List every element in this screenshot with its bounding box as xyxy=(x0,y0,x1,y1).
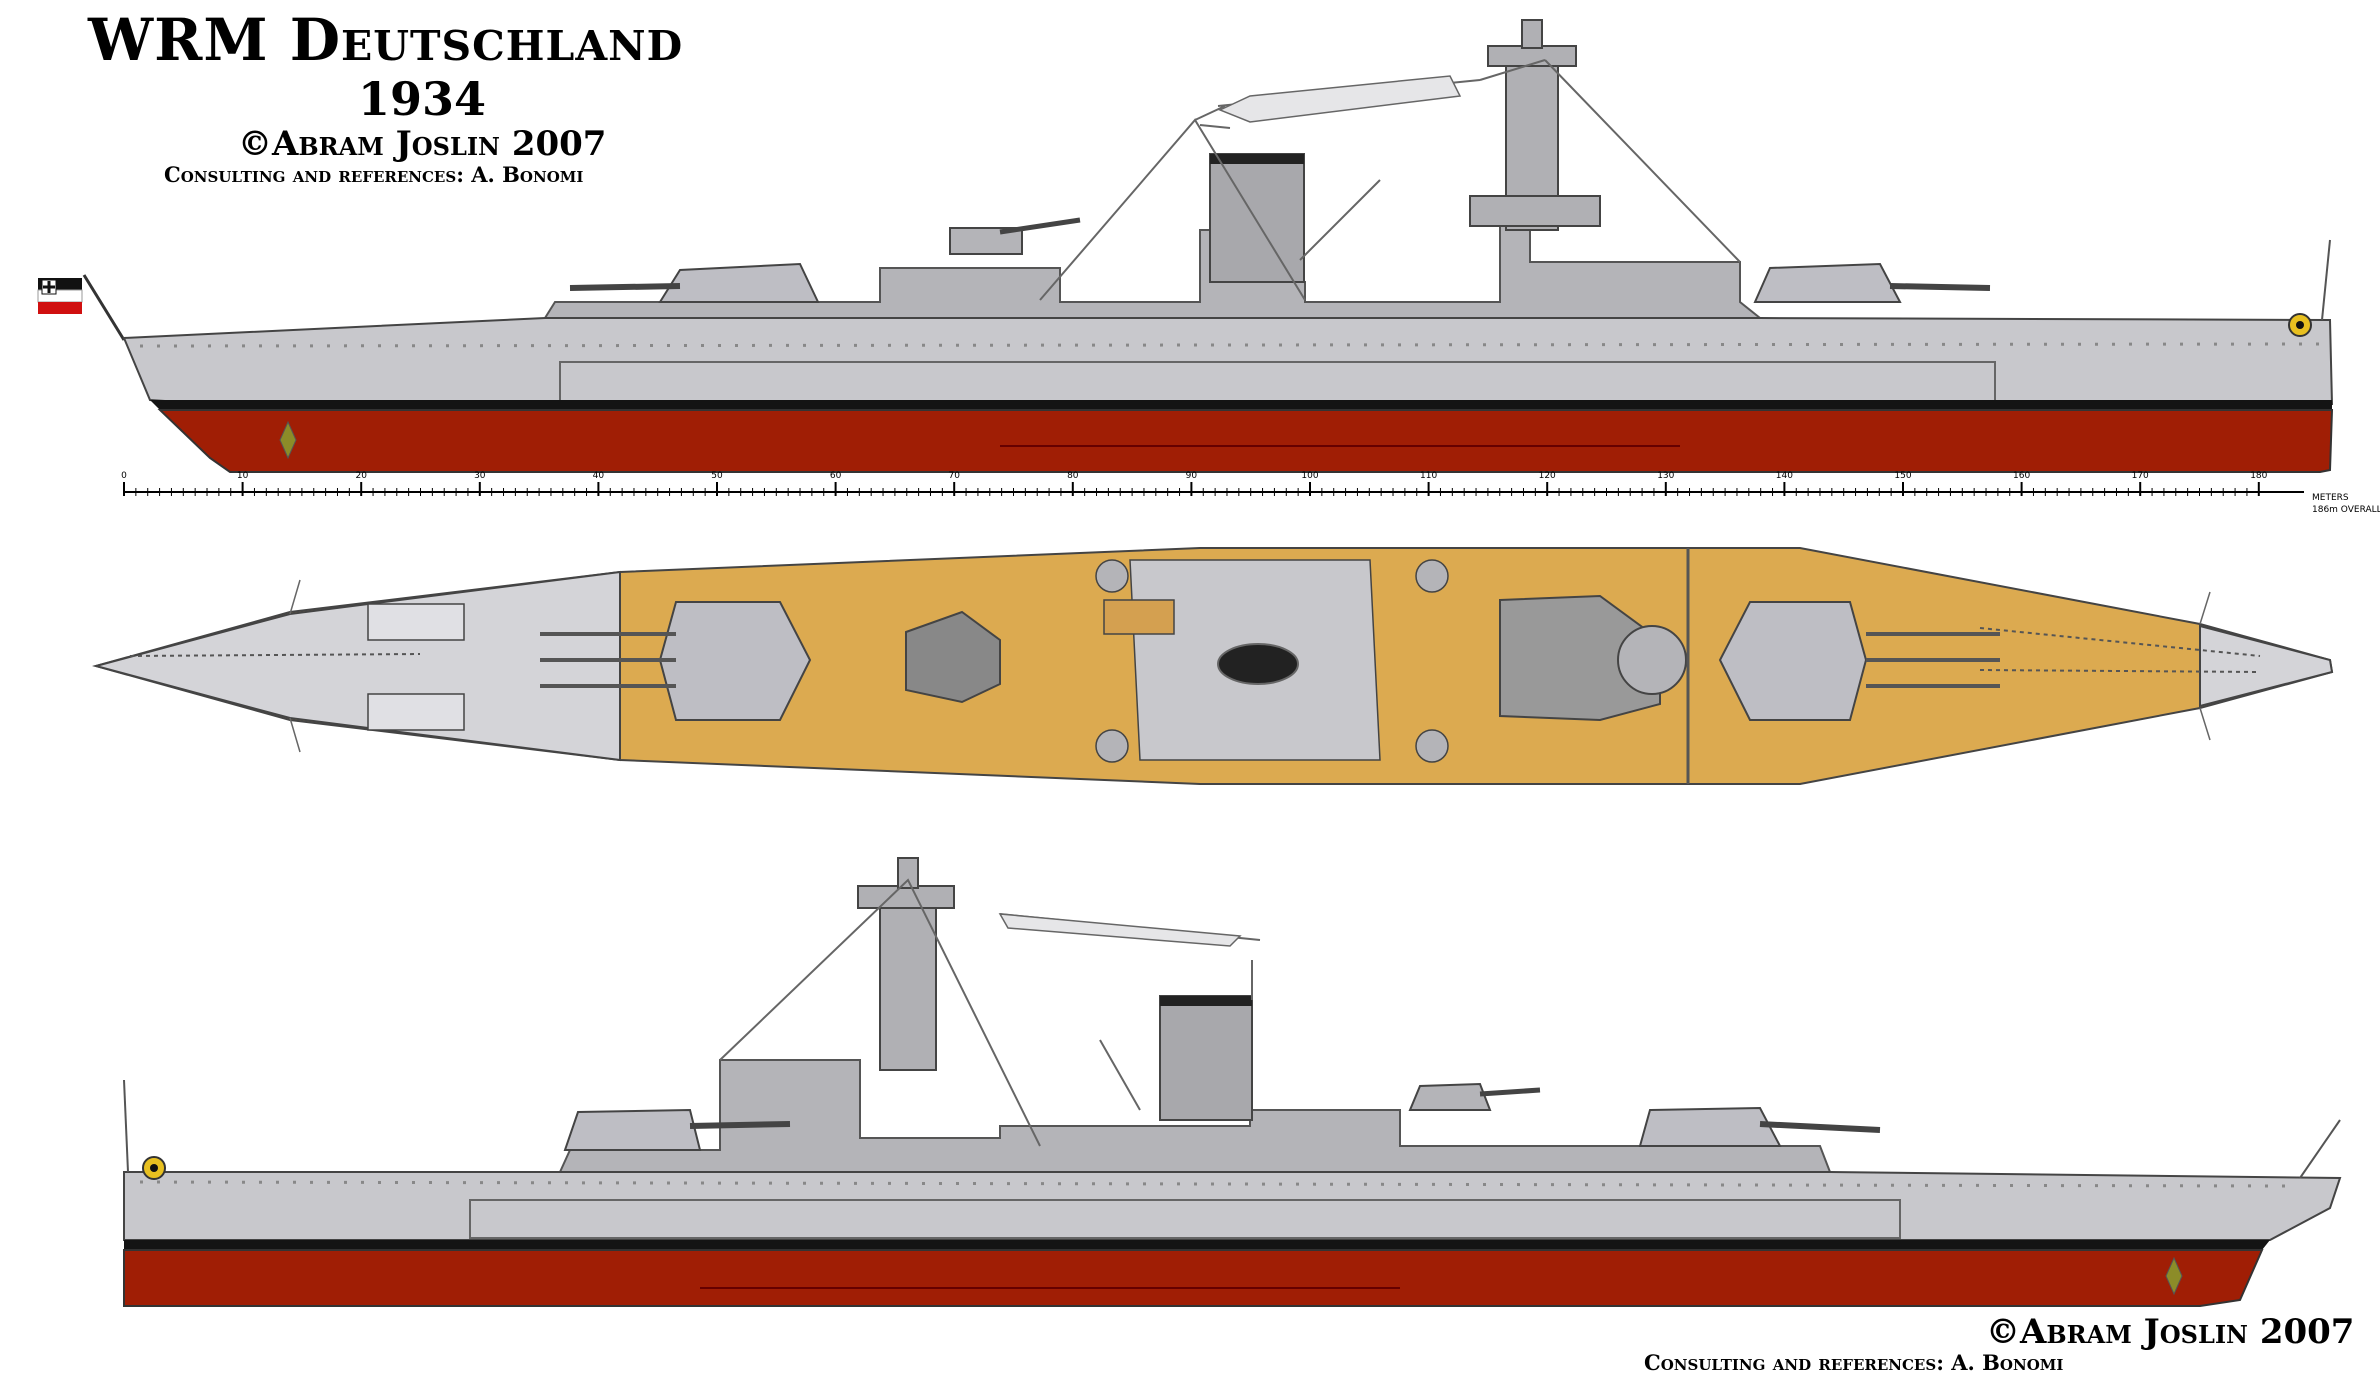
port-profile xyxy=(123,857,2342,1307)
scale-tick-label: 10 xyxy=(237,471,249,481)
scale-tick-label: 30 xyxy=(474,471,486,481)
eagle-crest-icon xyxy=(2288,313,2312,337)
drawing-year: 1934 xyxy=(358,72,487,126)
war-ensign-icon xyxy=(37,274,126,341)
scale-tick-label: 180 xyxy=(2250,471,2267,481)
scale-tick-label: 40 xyxy=(593,471,605,481)
scale-tick-label: 0 xyxy=(121,471,127,481)
scale-unit-label: METERS xyxy=(2312,493,2349,503)
starboard-profile xyxy=(37,19,2334,473)
scale-tick-label: 20 xyxy=(355,471,367,481)
copyright-bottom: ©Abram Joslin 2007 xyxy=(1986,1312,2355,1352)
eagle-crest-icon xyxy=(142,1156,166,1180)
drawing-title: WRM Deutschland xyxy=(88,6,684,74)
scale-tick-label: 100 xyxy=(1301,471,1318,481)
scale-tick-label: 50 xyxy=(711,471,723,481)
copyright-top: ©Abram Joslin 2007 xyxy=(238,124,607,164)
scale-tick-label: 130 xyxy=(1657,471,1674,481)
consulting-bottom: Consulting and references: A. Bonomi xyxy=(1644,1350,2064,1375)
scale-tick-label: 80 xyxy=(1067,471,1079,481)
scale-tick-label: 110 xyxy=(1420,471,1437,481)
scale-tick-label: 70 xyxy=(948,471,960,481)
propeller-icon xyxy=(2165,1256,2183,1296)
scale-tick-label: 170 xyxy=(2132,471,2149,481)
scale-tick-label: 60 xyxy=(830,471,842,481)
scale-bar: 0 10 20 30 40 50 60 70 80 90 100 110 120 130 140 150 160… xyxy=(121,471,2380,515)
scale-tick-label: 120 xyxy=(1539,471,1556,481)
scale-tick-label: 150 xyxy=(1894,471,1911,481)
consulting-top: Consulting and references: A. Bonomi xyxy=(164,162,584,187)
scale-tick-label: 160 xyxy=(2013,471,2030,481)
scale-tick-label: 140 xyxy=(1776,471,1793,481)
scale-tick-label: 90 xyxy=(1186,471,1198,481)
scale-overall-label: 186m OVERALL xyxy=(2312,505,2380,515)
propeller-icon xyxy=(279,420,297,460)
plan-view xyxy=(92,547,2334,785)
